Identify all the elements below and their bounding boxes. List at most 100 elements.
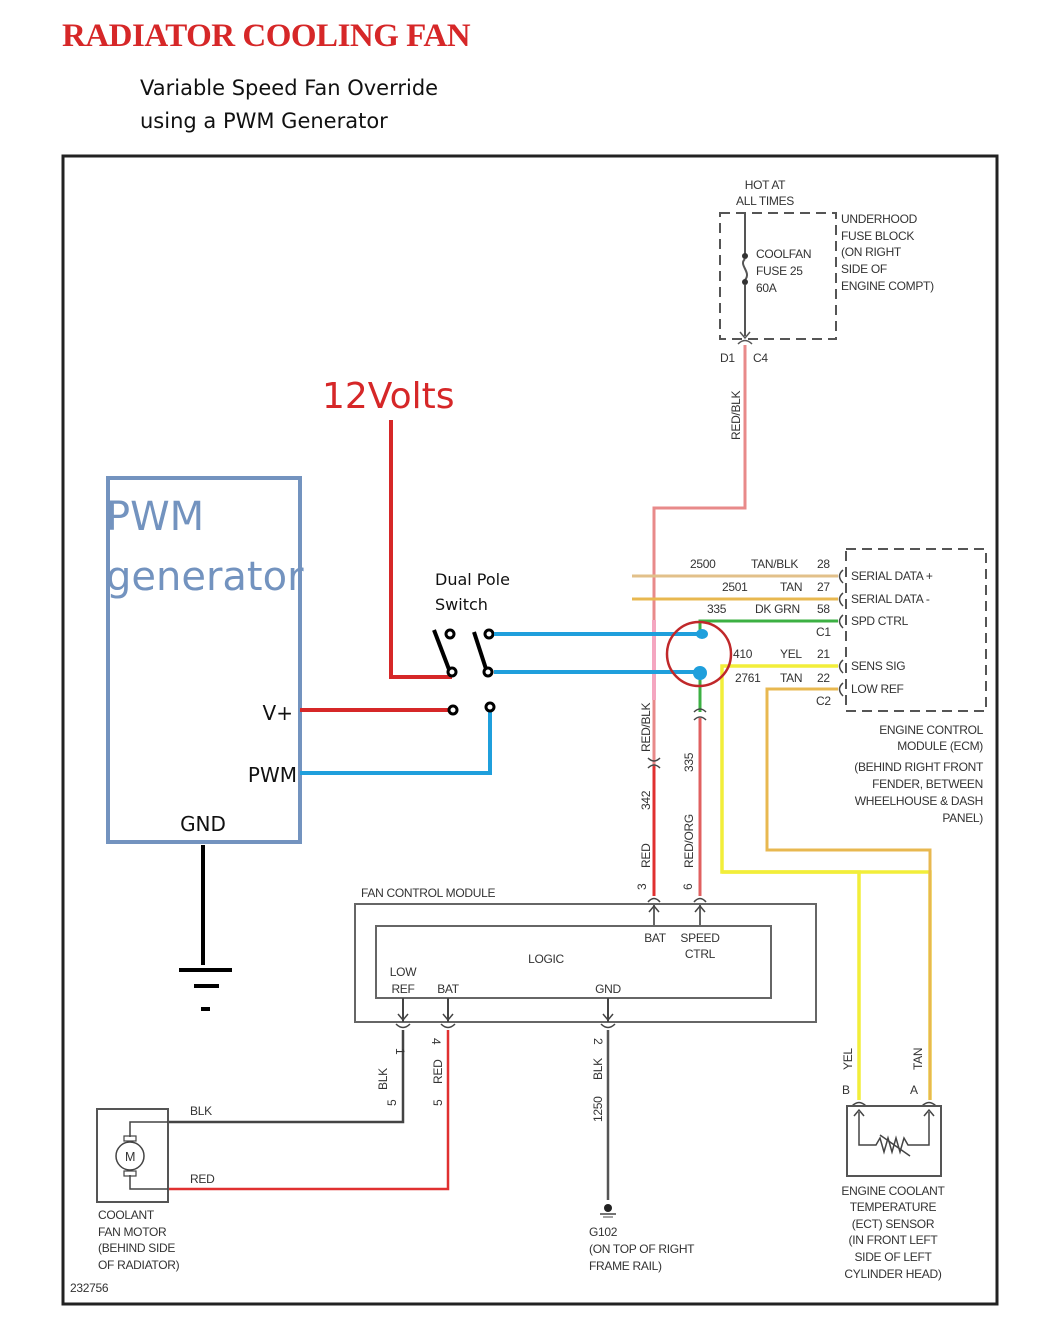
connector-arrow-icon (442, 1013, 454, 1022)
thermistor-arrow-icon (879, 1134, 911, 1157)
ecm-pin-3: 21 (817, 647, 830, 661)
switch-contact (446, 666, 458, 678)
switch-blade-2[interactable] (472, 631, 489, 673)
pin-c4: C4 (753, 351, 768, 365)
connector-cup-icon (440, 1023, 456, 1029)
gnd-label: GND (595, 982, 621, 996)
ect-desc-0: ENGINE COOLANT (841, 1184, 945, 1198)
ect-desc-4: SIDE OF LEFT (854, 1250, 932, 1264)
connector-cup-icon (737, 339, 753, 345)
wire-gauge-1: 5 (385, 1099, 399, 1106)
switch-contact (484, 701, 496, 713)
fan-module-title: FAN CONTROL MODULE (361, 886, 495, 900)
wire-label-red: RED (639, 843, 653, 868)
fuse-terminal-bottom (742, 279, 748, 285)
ecm-pin-2: 58 (817, 602, 830, 616)
connector-cup-icon (838, 659, 844, 674)
motor-wire-blk-label: BLK (190, 1104, 212, 1118)
ecm-signal-0: SERIAL DATA + (851, 569, 933, 583)
ect-desc-2: (ECT) SENSOR (852, 1217, 935, 1231)
wire-label-342: 342 (639, 790, 653, 810)
connector-arrow-icon (602, 1013, 614, 1022)
connector-cup-icon (693, 708, 707, 713)
ecm-color-1: TAN (780, 580, 802, 594)
pin-1-label: 1 (393, 1048, 407, 1055)
connector-cup-icon (600, 1023, 616, 1029)
speed-ctrl-label-2: CTRL (685, 947, 716, 961)
wire-blk-motor (168, 1030, 405, 1124)
ecm-signal-1: SERIAL DATA - (851, 592, 930, 606)
wire-tan-to-a (767, 848, 932, 1100)
ecm-pin-0: 28 (817, 557, 830, 571)
pin-3-label: 3 (635, 883, 649, 890)
diagram-frame (61, 154, 999, 1306)
ect-desc-3: (IN FRONT LEFT (849, 1233, 939, 1247)
connector-cup-icon (693, 897, 707, 903)
wire-label-red-4: RED (431, 1059, 445, 1084)
motor-brush-bottom (123, 1170, 137, 1177)
speed-ctrl-label-1: SPEED (680, 931, 720, 945)
ecm-circuit-4: 2761 (735, 671, 761, 685)
ground-desc-1: FRAME RAIL) (589, 1259, 662, 1273)
motor-desc-2: (BEHIND SIDE (98, 1241, 175, 1255)
ecm-outline (845, 548, 987, 712)
switch-blade-1[interactable] (432, 629, 452, 673)
motor-housing (96, 1108, 169, 1203)
fuse-desc-4: ENGINE COMPT) (841, 279, 934, 293)
connector-arrow-icon (739, 331, 751, 340)
fan-module-outline (354, 903, 817, 1023)
hot-label-2: ALL TIMES (736, 194, 794, 208)
connector-cup-icon (921, 1101, 937, 1107)
fuse-terminal-top (742, 253, 748, 259)
pwm-generator-box (106, 476, 302, 844)
fuse-desc-1: FUSE BLOCK (841, 229, 914, 243)
connector-arrow-icon (853, 1108, 865, 1117)
diagram-subtitle: Variable Speed Fan Override using a PWM … (140, 72, 438, 138)
pwm-output-label: PWM (248, 763, 297, 787)
ecm-circuit-0: 2500 (690, 557, 716, 571)
pwm-gnd-label: GND (180, 812, 226, 836)
switch-contact (447, 704, 459, 716)
ecm-circuit-3: 410 (733, 647, 753, 661)
diagram-title: RADIATOR COOLING FAN (62, 18, 471, 54)
connector-cup-icon (838, 592, 844, 607)
motor-symbol: M (125, 1150, 135, 1164)
ground-name: G102 (589, 1225, 618, 1239)
underhood-fuse-block: HOT AT ALL TIMES COOLFAN FUSE 25 60A UND… (719, 178, 934, 365)
splice-dot (693, 666, 707, 680)
red-blk-wire (652, 345, 747, 896)
pwm-box-title-2: generator (106, 554, 304, 600)
ect-sensor: YEL TAN B A ENGINE COOLANT TEMPERATURE (… (722, 848, 946, 1281)
bat-top-label: BAT (644, 931, 667, 945)
connector-cup-icon (838, 569, 844, 584)
fuse-name-2: FUSE 25 (756, 264, 803, 278)
motor-desc-3: OF RADIATOR) (98, 1258, 180, 1272)
motor-lead-top (129, 1121, 168, 1137)
motor-desc-1: FAN MOTOR (98, 1225, 167, 1239)
ecm-desc-4: WHEELHOUSE & DASH (855, 794, 983, 808)
ecm-pin-1: 27 (817, 580, 830, 594)
switch-label-1[interactable]: Dual Pole (435, 570, 510, 589)
splice-dot (696, 629, 708, 639)
ect-wire-yel-label: YEL (841, 1048, 855, 1070)
ect-pin-a: A (910, 1083, 918, 1097)
motor-wire-red-label: RED (190, 1172, 215, 1186)
connector-arrow-icon (694, 904, 706, 913)
dual-pole-switch[interactable] (432, 628, 496, 716)
fuse-name-1: COOLFAN (756, 247, 811, 261)
connector-cup-icon (395, 1023, 411, 1029)
logic-label: LOGIC (528, 952, 564, 966)
motor-brush-top (123, 1135, 137, 1142)
voltage-label: 12Volts (322, 376, 455, 417)
wire-label-blk-2: BLK (591, 1058, 605, 1080)
ecm-desc-2: (BEHIND RIGHT FRONT (854, 760, 984, 774)
subtitle-line-2: using a PWM Generator (140, 109, 388, 133)
pwm-vplus-label: V+ (263, 701, 293, 725)
ecm-color-4: TAN (780, 671, 802, 685)
switch-label-2[interactable]: Switch (435, 595, 488, 614)
connector-cup-icon (693, 716, 707, 721)
bat-bottom-label: BAT (437, 982, 460, 996)
low-ref-label-1: LOW (390, 965, 417, 979)
connector-cup-icon (838, 682, 844, 697)
